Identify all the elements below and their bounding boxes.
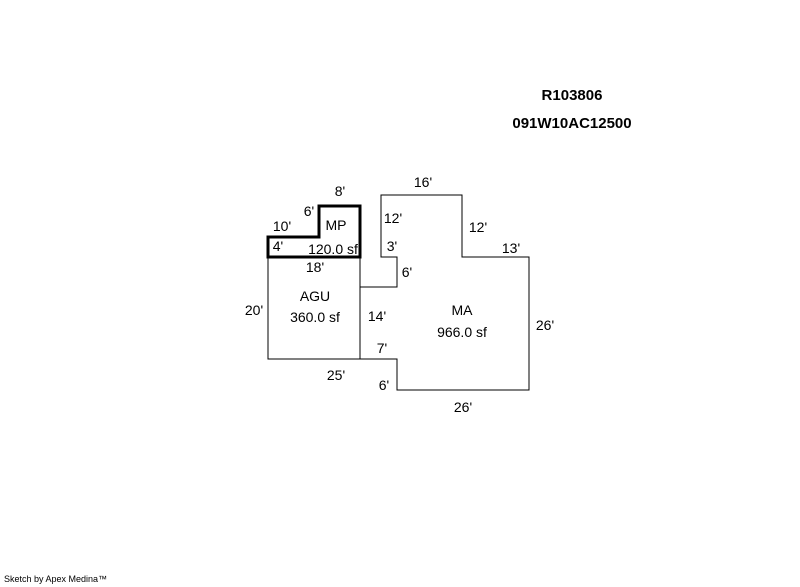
agu-size: 360.0 sf <box>290 309 340 325</box>
parcel-id: R103806 <box>541 87 603 104</box>
mp-outline <box>266 204 362 259</box>
dim-ma-bottom-step: 6' <box>379 377 389 393</box>
dim-mp-step-side: 4' <box>273 238 283 254</box>
dim-ma-top: 16' <box>414 174 432 190</box>
ma-name: MA <box>452 302 474 318</box>
dim-agu-top: 18' <box>306 259 324 275</box>
ma-size: 966.0 sf <box>437 324 487 340</box>
agu-name: AGU <box>300 288 330 304</box>
mp-name: MP <box>326 217 347 233</box>
dim-mp-top: 8' <box>335 183 345 199</box>
sketch-credit: Sketch by Apex Medina™ <box>4 574 108 584</box>
dim-ma-left-step: 3' <box>387 238 397 254</box>
dim-ma-right: 26' <box>536 317 554 333</box>
mp-size: 120.0 sf <box>308 241 358 257</box>
dim-mp-left-upper: 6' <box>304 203 314 219</box>
dim-ma-bottom: 26' <box>454 399 472 415</box>
ma-outline <box>359 194 530 391</box>
dim-ma-left-upper: 12' <box>384 210 402 226</box>
dim-ma-left-mid: 14' <box>368 308 386 324</box>
dim-ma-right-upper: 12' <box>469 219 487 235</box>
dim-ma-notch: 6' <box>402 264 412 280</box>
dim-mp-step-top: 10' <box>273 218 291 234</box>
dim-ma-right-step: 13' <box>502 240 520 256</box>
dim-agu-bottom: 25' <box>327 367 345 383</box>
dim-agu-left: 20' <box>245 302 263 318</box>
map-number: 091W10AC12500 <box>512 115 632 132</box>
dim-ma-notch-lower: 7' <box>377 340 387 356</box>
